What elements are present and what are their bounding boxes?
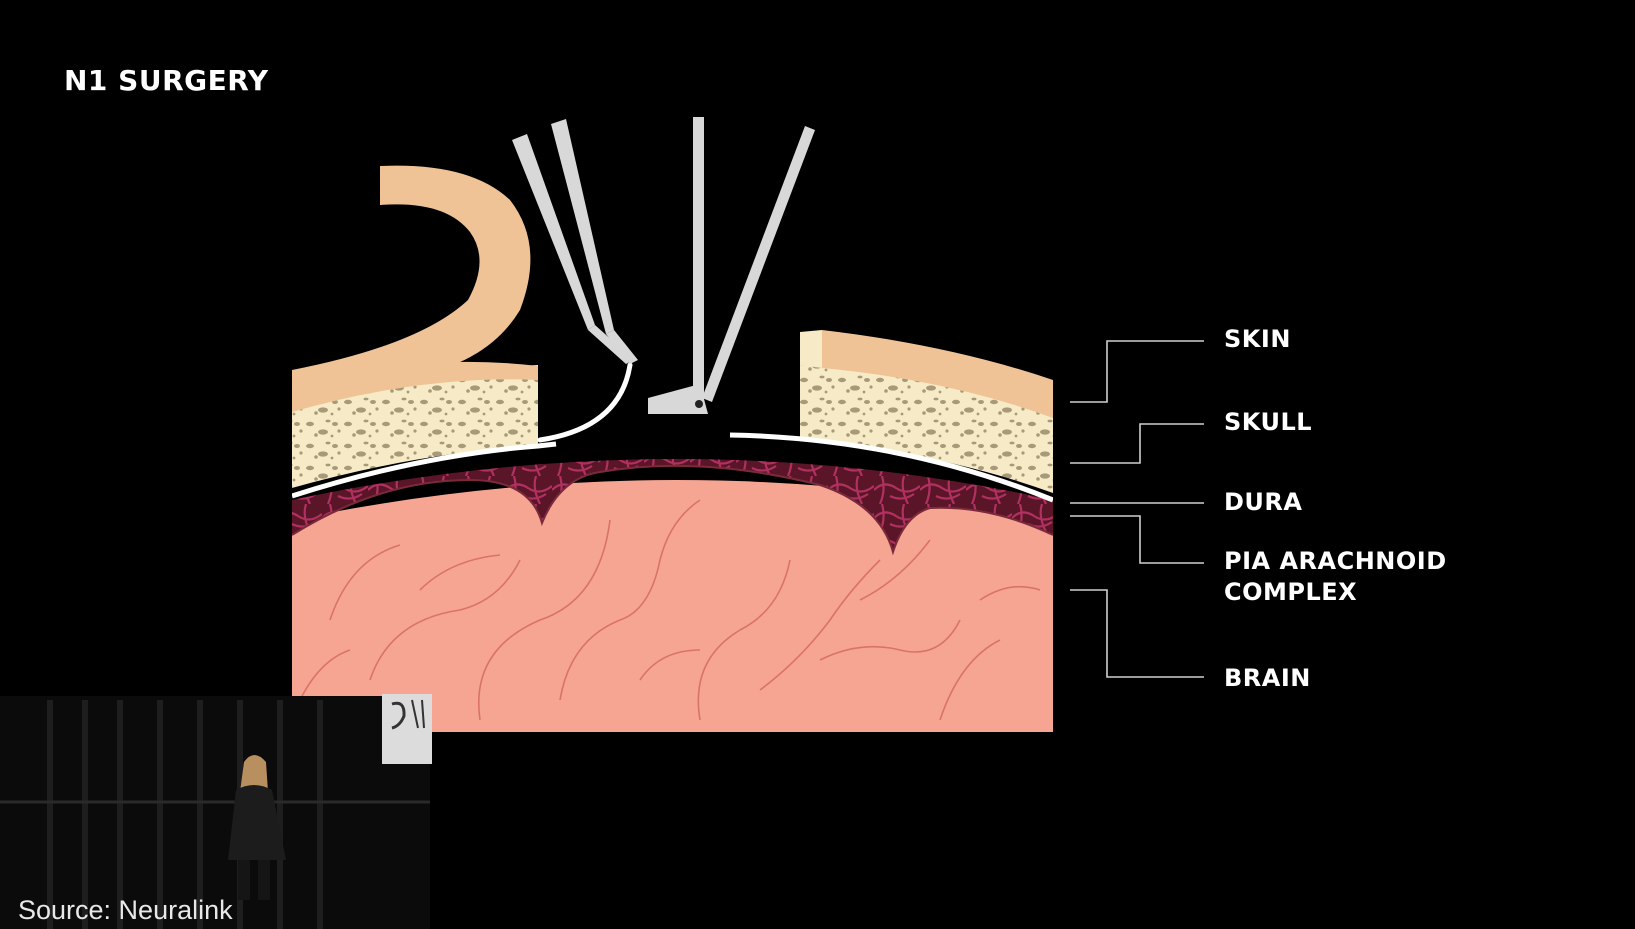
brain-folds [299,499,1041,721]
source-caption: Source: Neuralink [18,895,233,925]
brain-label: BRAIN [1224,664,1311,692]
skin-label: SKIN [1224,325,1291,353]
skin-right [822,330,1053,418]
skull-label: SKULL [1224,408,1313,436]
slide-title: N1 SURGERY [64,64,269,97]
presenter-video-inset [0,694,432,929]
skin-flap [292,165,531,402]
scissors-icon [648,117,815,414]
leader-lines [1070,340,1204,678]
dura-right [729,432,1053,503]
pia-label-line-2: COMPLEX [1224,578,1358,606]
dura-left [292,441,557,499]
pia-arachnoid-label: PIA ARACHNOID COMPLEX [1224,546,1447,608]
forceps-icon [512,119,638,364]
pia-label-line-1: PIA ARACHNOID [1224,547,1447,575]
pia-arachnoid-layer [292,459,1053,552]
dura-label: DURA [1224,488,1303,516]
brain-tissue [292,480,1053,732]
dura-flap [537,362,633,443]
